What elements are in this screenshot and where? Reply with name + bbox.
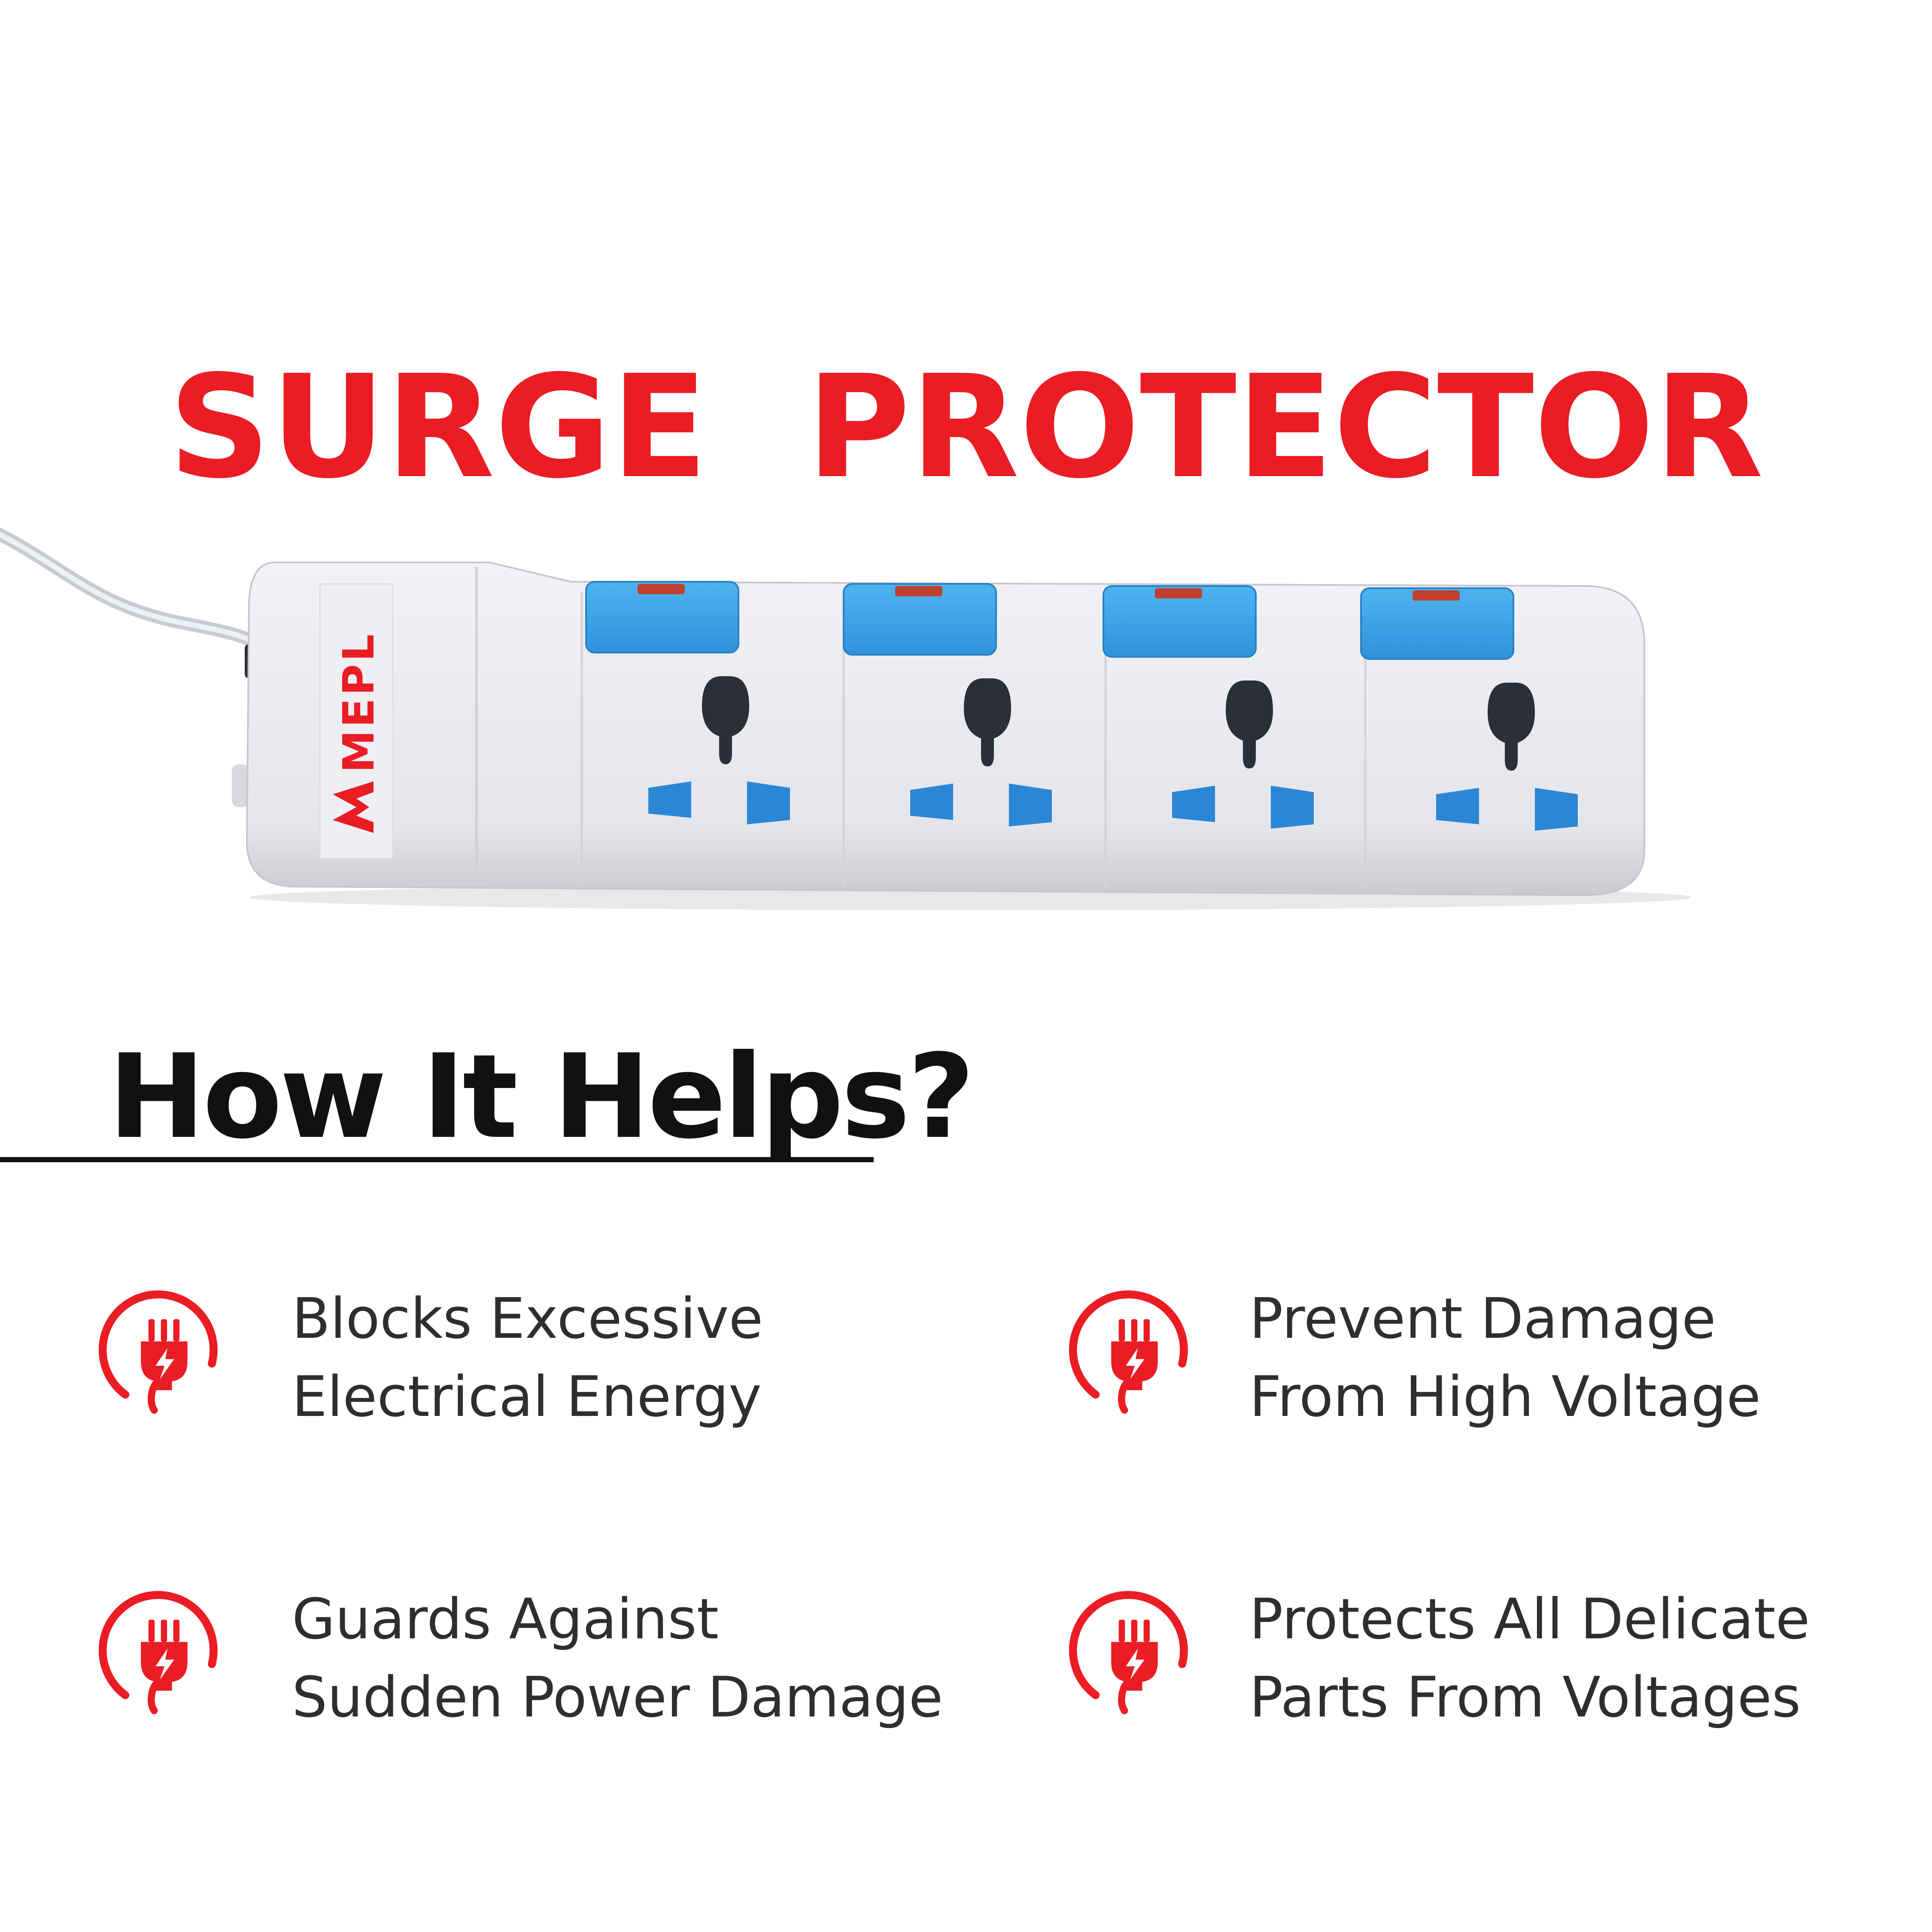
switch-button-1 bbox=[585, 581, 739, 653]
plug-lightning-icon bbox=[99, 1591, 218, 1714]
socket-module-1 bbox=[585, 581, 790, 824]
section-heading: How It Helps? bbox=[108, 1029, 975, 1164]
page-title: SURGE PROTECTOR bbox=[168, 345, 1764, 510]
socket-module-3 bbox=[1103, 585, 1314, 829]
feature-item-3: Guards Against Sudden Power Damage bbox=[99, 1584, 1000, 1765]
switch-button-2 bbox=[843, 583, 997, 656]
heading-underline bbox=[0, 1157, 874, 1162]
svg-text:MEPL: MEPL bbox=[334, 632, 384, 773]
socket-module-4 bbox=[1360, 587, 1578, 831]
feature-text: Guards Against Sudden Power Damage bbox=[292, 1586, 943, 1730]
switch-button-3 bbox=[1103, 585, 1257, 658]
socket-module-2 bbox=[843, 583, 1052, 826]
feature-text: Prevent Damage From High Voltage bbox=[1249, 1286, 1761, 1429]
feature-text: Protects All Delicate Parts From Voltage… bbox=[1249, 1586, 1810, 1730]
feature-text: Blocks Excessive Electrical Energy bbox=[292, 1286, 763, 1429]
plug-lightning-icon bbox=[1069, 1591, 1188, 1714]
switch-button-4 bbox=[1360, 587, 1514, 660]
feature-item-1: Blocks Excessive Electrical Energy bbox=[99, 1284, 1000, 1464]
plug-lightning-icon bbox=[1069, 1290, 1188, 1414]
plug-lightning-icon bbox=[99, 1290, 218, 1414]
feature-item-4: Protects All Delicate Parts From Voltage… bbox=[1069, 1584, 1932, 1765]
feature-item-2: Prevent Damage From High Voltage bbox=[1069, 1284, 1932, 1464]
power-strip-image: MEPL bbox=[0, 527, 1692, 910]
brand-logo: MEPL bbox=[333, 632, 384, 833]
